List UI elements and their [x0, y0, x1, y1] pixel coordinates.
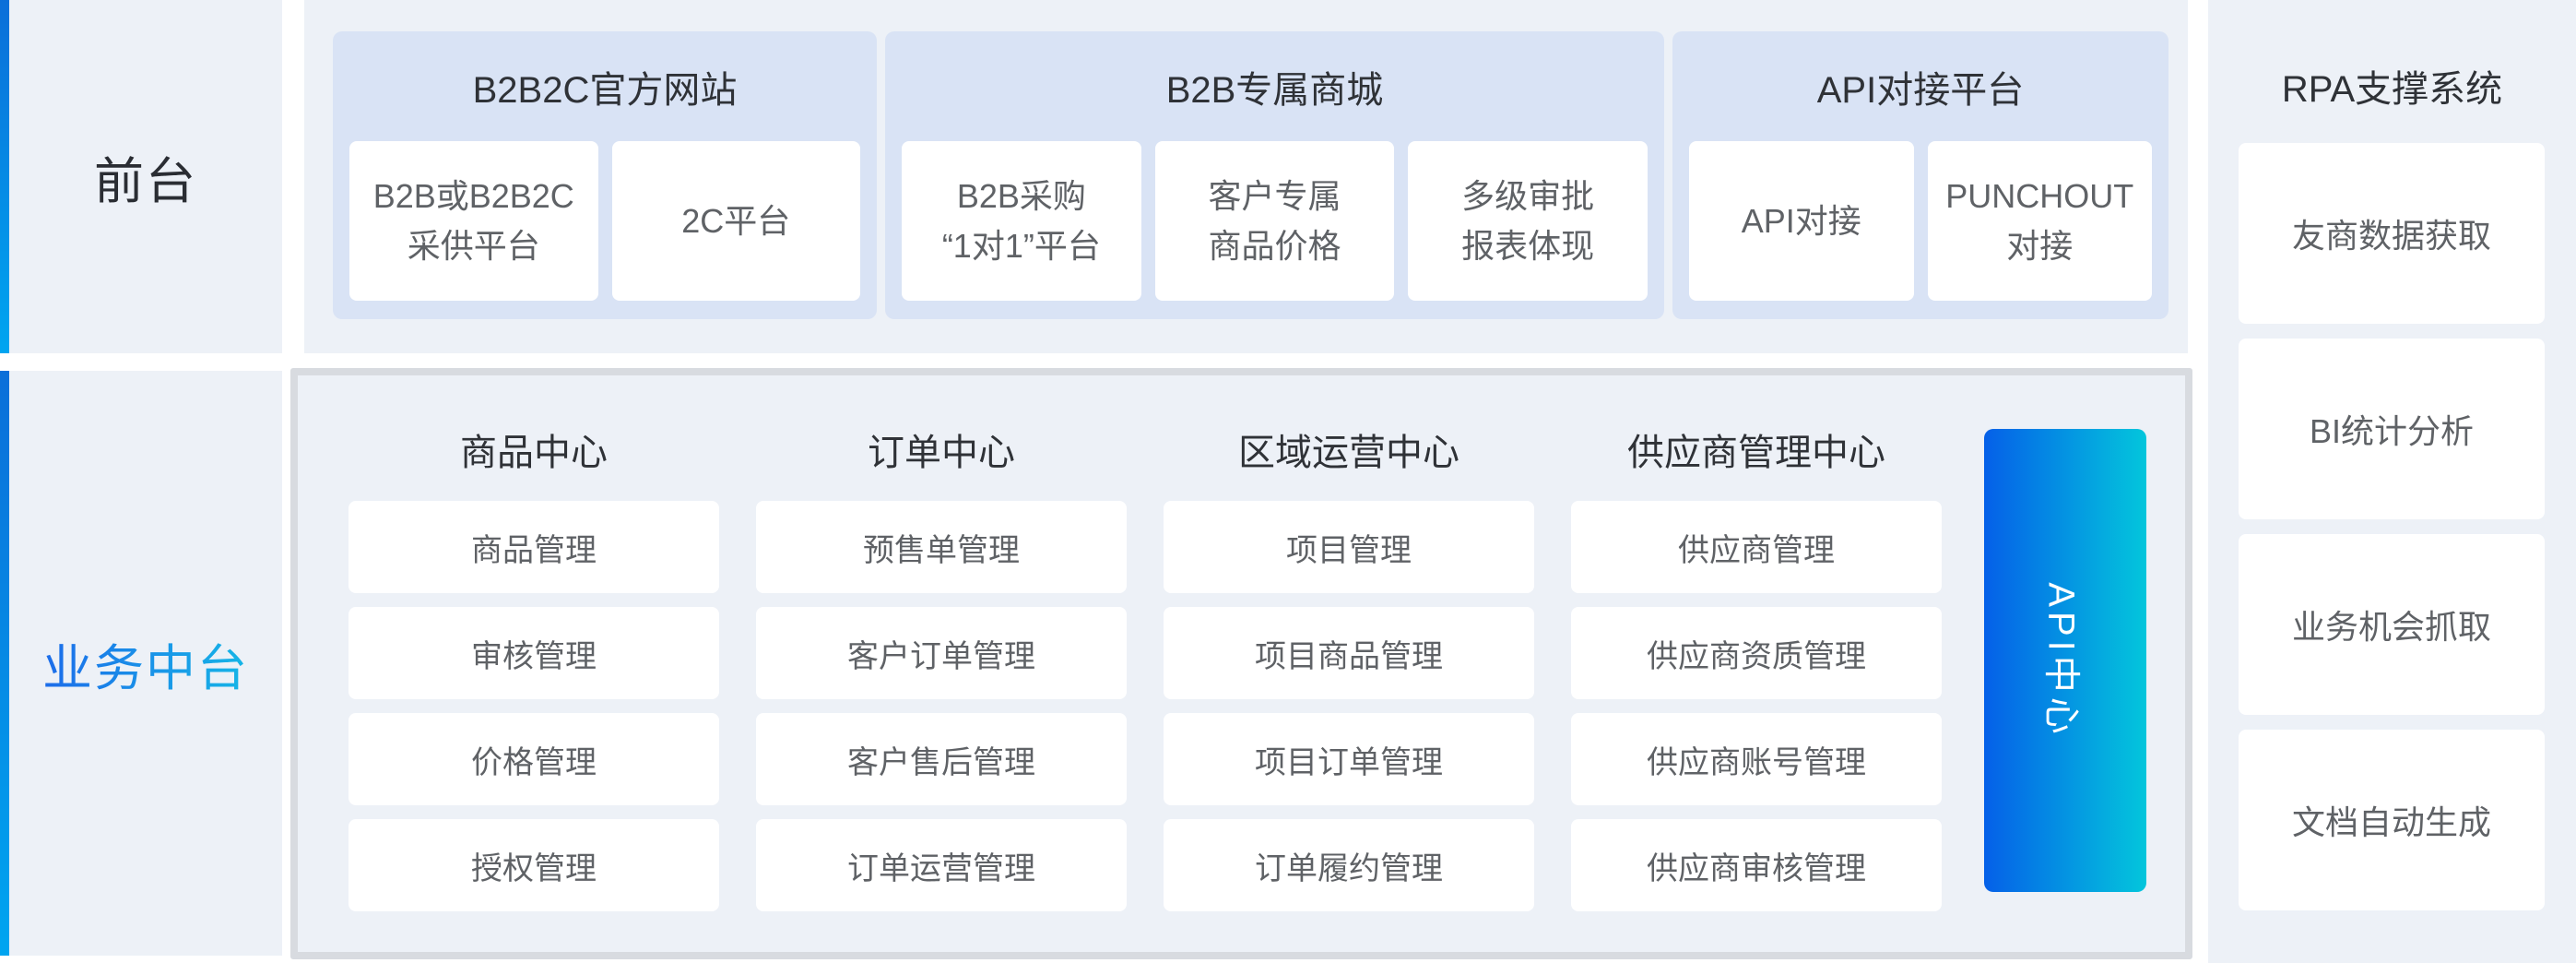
front-card-line: 2C平台 — [681, 201, 791, 240]
front-card: API对接 — [1689, 141, 1914, 301]
middle-column: 供应商管理中心供应商管理供应商资质管理供应商账号管理供应商审核管理 — [1571, 375, 1942, 911]
front-card-line: PUNCHOUT — [1945, 176, 2134, 215]
middle-card: 价格管理 — [349, 713, 719, 805]
front-group-cards: B2B或B2B2C 采供平台 2C平台 — [333, 141, 877, 301]
middle-card: 供应商资质管理 — [1571, 607, 1942, 699]
middle-columns: 商品中心商品管理审核管理价格管理授权管理订单中心预售单管理客户订单管理客户售后管… — [349, 375, 1942, 911]
front-group: B2B2C官方网站 B2B或B2B2C 采供平台 2C平台 — [333, 31, 877, 319]
accent-bar — [0, 371, 9, 956]
front-group-title: B2B专属商城 — [1165, 69, 1384, 111]
front-card-line: 客户专属 — [1208, 176, 1341, 215]
middle-card: 客户订单管理 — [756, 607, 1127, 699]
middle-card: 供应商管理 — [1571, 501, 1942, 593]
middle-column-cards: 供应商管理供应商资质管理供应商账号管理供应商审核管理 — [1571, 501, 1942, 911]
front-groups: B2B2C官方网站 B2B或B2B2C 采供平台 2C平台 B2B专属商城 B2B采购 “1… — [333, 31, 2168, 319]
middle-column-title: 订单中心 — [868, 433, 1015, 473]
front-row-label-block: 前台 — [0, 0, 282, 353]
front-card-line: 对接 — [2006, 226, 2074, 265]
front-card-line: 报表体现 — [1461, 226, 1595, 265]
middle-card: 商品管理 — [349, 501, 719, 593]
front-group-title: B2B2C官方网站 — [472, 69, 738, 111]
middle-row-label: 业务中台 — [9, 371, 282, 956]
rpa-column-title: RPA支撑系统 — [2281, 69, 2503, 110]
front-card: B2B采购 “1对1”平台 — [902, 141, 1141, 301]
middle-column: 订单中心预售单管理客户订单管理客户售后管理订单运营管理 — [756, 375, 1127, 911]
front-card: 2C平台 — [611, 141, 860, 301]
rpa-card: 文档自动生成 — [2239, 730, 2545, 910]
middle-card: 项目商品管理 — [1164, 607, 1534, 699]
middle-column-cards: 项目管理项目商品管理项目订单管理订单履约管理 — [1164, 501, 1534, 911]
middle-card: 项目订单管理 — [1164, 713, 1534, 805]
front-card: PUNCHOUT 对接 — [1927, 141, 2152, 301]
front-row-label: 前台 — [94, 154, 197, 209]
middle-column-cards: 商品管理审核管理价格管理授权管理 — [349, 501, 719, 911]
front-card-line: 采供平台 — [407, 226, 540, 265]
middle-card: 审核管理 — [349, 607, 719, 699]
middle-card: 供应商账号管理 — [1571, 713, 1942, 805]
middle-card: 供应商审核管理 — [1571, 819, 1942, 911]
middle-card: 授权管理 — [349, 819, 719, 911]
front-card: B2B或B2B2C 采供平台 — [349, 141, 598, 301]
middle-row-label-block: 业务中台 — [0, 371, 282, 956]
middle-card: 项目管理 — [1164, 501, 1534, 593]
front-card: 多级审批报表体现 — [1408, 141, 1648, 301]
api-center-bar: API中心 — [1984, 429, 2146, 892]
front-card-line: B2B采购 — [956, 176, 1086, 215]
front-row-main: B2B2C官方网站 B2B或B2B2C 采供平台 2C平台 B2B专属商城 B2B采购 “1… — [304, 0, 2188, 353]
front-card-line: 商品价格 — [1208, 226, 1341, 265]
middle-column-title: 区域运营中心 — [1238, 433, 1459, 473]
front-card-line: 多级审批 — [1461, 176, 1595, 215]
front-card-line: B2B或B2B2C — [372, 176, 574, 215]
middle-card: 客户售后管理 — [756, 713, 1127, 805]
api-center-label: API中心 — [2040, 582, 2082, 739]
middle-column-title: 商品中心 — [460, 433, 608, 473]
accent-bar — [0, 0, 9, 353]
middle-column-cards: 预售单管理客户订单管理客户售后管理订单运营管理 — [756, 501, 1127, 911]
middle-column: 区域运营中心项目管理项目商品管理项目订单管理订单履约管理 — [1164, 375, 1534, 911]
middle-card: 订单运营管理 — [756, 819, 1127, 911]
rpa-card: BI统计分析 — [2239, 339, 2545, 519]
middle-card: 预售单管理 — [756, 501, 1127, 593]
rpa-card: 业务机会抓取 — [2239, 534, 2545, 715]
middle-column-title: 供应商管理中心 — [1627, 433, 1885, 473]
rpa-card: 友商数据获取 — [2239, 143, 2545, 324]
front-group-title: API对接平台 — [1816, 69, 2025, 111]
front-group-cards: API对接 PUNCHOUT 对接 — [1672, 141, 2168, 301]
front-card-line: API对接 — [1741, 201, 1861, 240]
front-card: 客户专属商品价格 — [1154, 141, 1395, 301]
middle-platform-box: 商品中心商品管理审核管理价格管理授权管理订单中心预售单管理客户订单管理客户售后管… — [290, 368, 2192, 959]
middle-card: 订单履约管理 — [1164, 819, 1534, 911]
middle-column: 商品中心商品管理审核管理价格管理授权管理 — [349, 375, 719, 911]
front-group: API对接平台 API对接 PUNCHOUT 对接 — [1672, 31, 2168, 319]
front-card-line: “1对1”平台 — [941, 226, 1101, 265]
front-group-cards: B2B采购“1对1”平台客户专属商品价格多级审批报表体现 — [885, 141, 1664, 301]
